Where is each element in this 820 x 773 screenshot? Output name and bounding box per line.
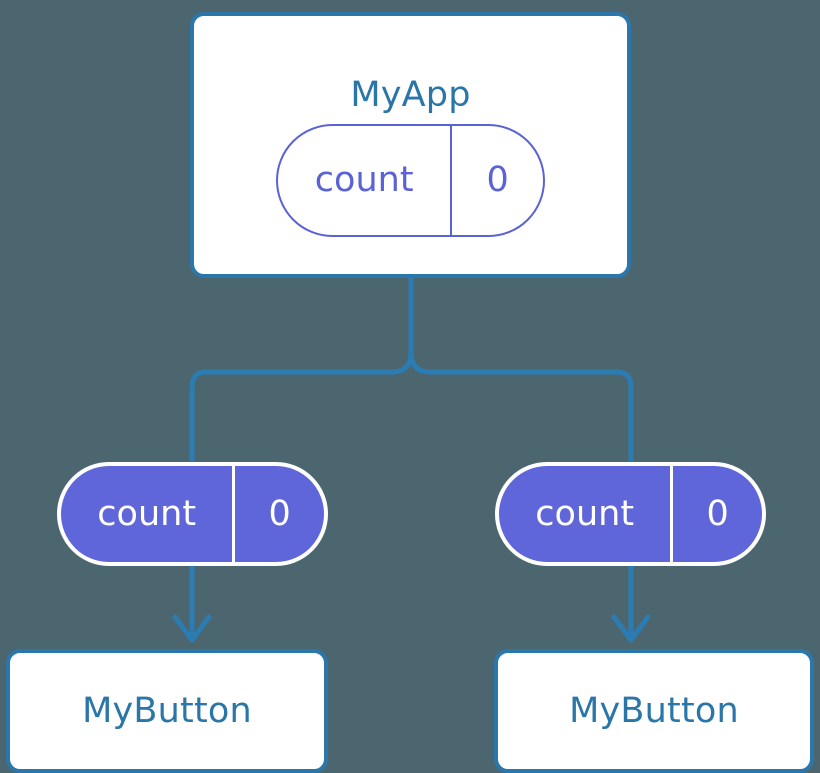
left-arrow-head (172, 614, 212, 643)
component-box-myapp[interactable]: MyApp (190, 12, 631, 278)
right-arrow-head (611, 614, 651, 643)
left-branch-connector (189, 351, 414, 462)
props-pill-key: count (499, 466, 674, 562)
props-pill-value: 0 (706, 493, 729, 534)
state-pill-key: count (278, 126, 453, 235)
component-label-myapp: MyApp (350, 75, 471, 115)
right-branch-connector (408, 351, 634, 462)
props-pill-key: count (61, 466, 236, 562)
component-box-mybutton-left[interactable]: MyButton (6, 649, 328, 773)
component-label-mybutton-left: MyButton (82, 691, 252, 731)
props-pill-left[interactable]: count 0 (57, 462, 328, 566)
component-label-mybutton-right: MyButton (569, 691, 739, 731)
props-pill-right[interactable]: count 0 (495, 462, 766, 566)
state-pill-myapp[interactable]: count 0 (276, 124, 545, 237)
state-pill-value: 0 (486, 160, 509, 200)
component-box-mybutton-right[interactable]: MyButton (494, 649, 814, 773)
props-pill-value: 0 (268, 493, 291, 534)
